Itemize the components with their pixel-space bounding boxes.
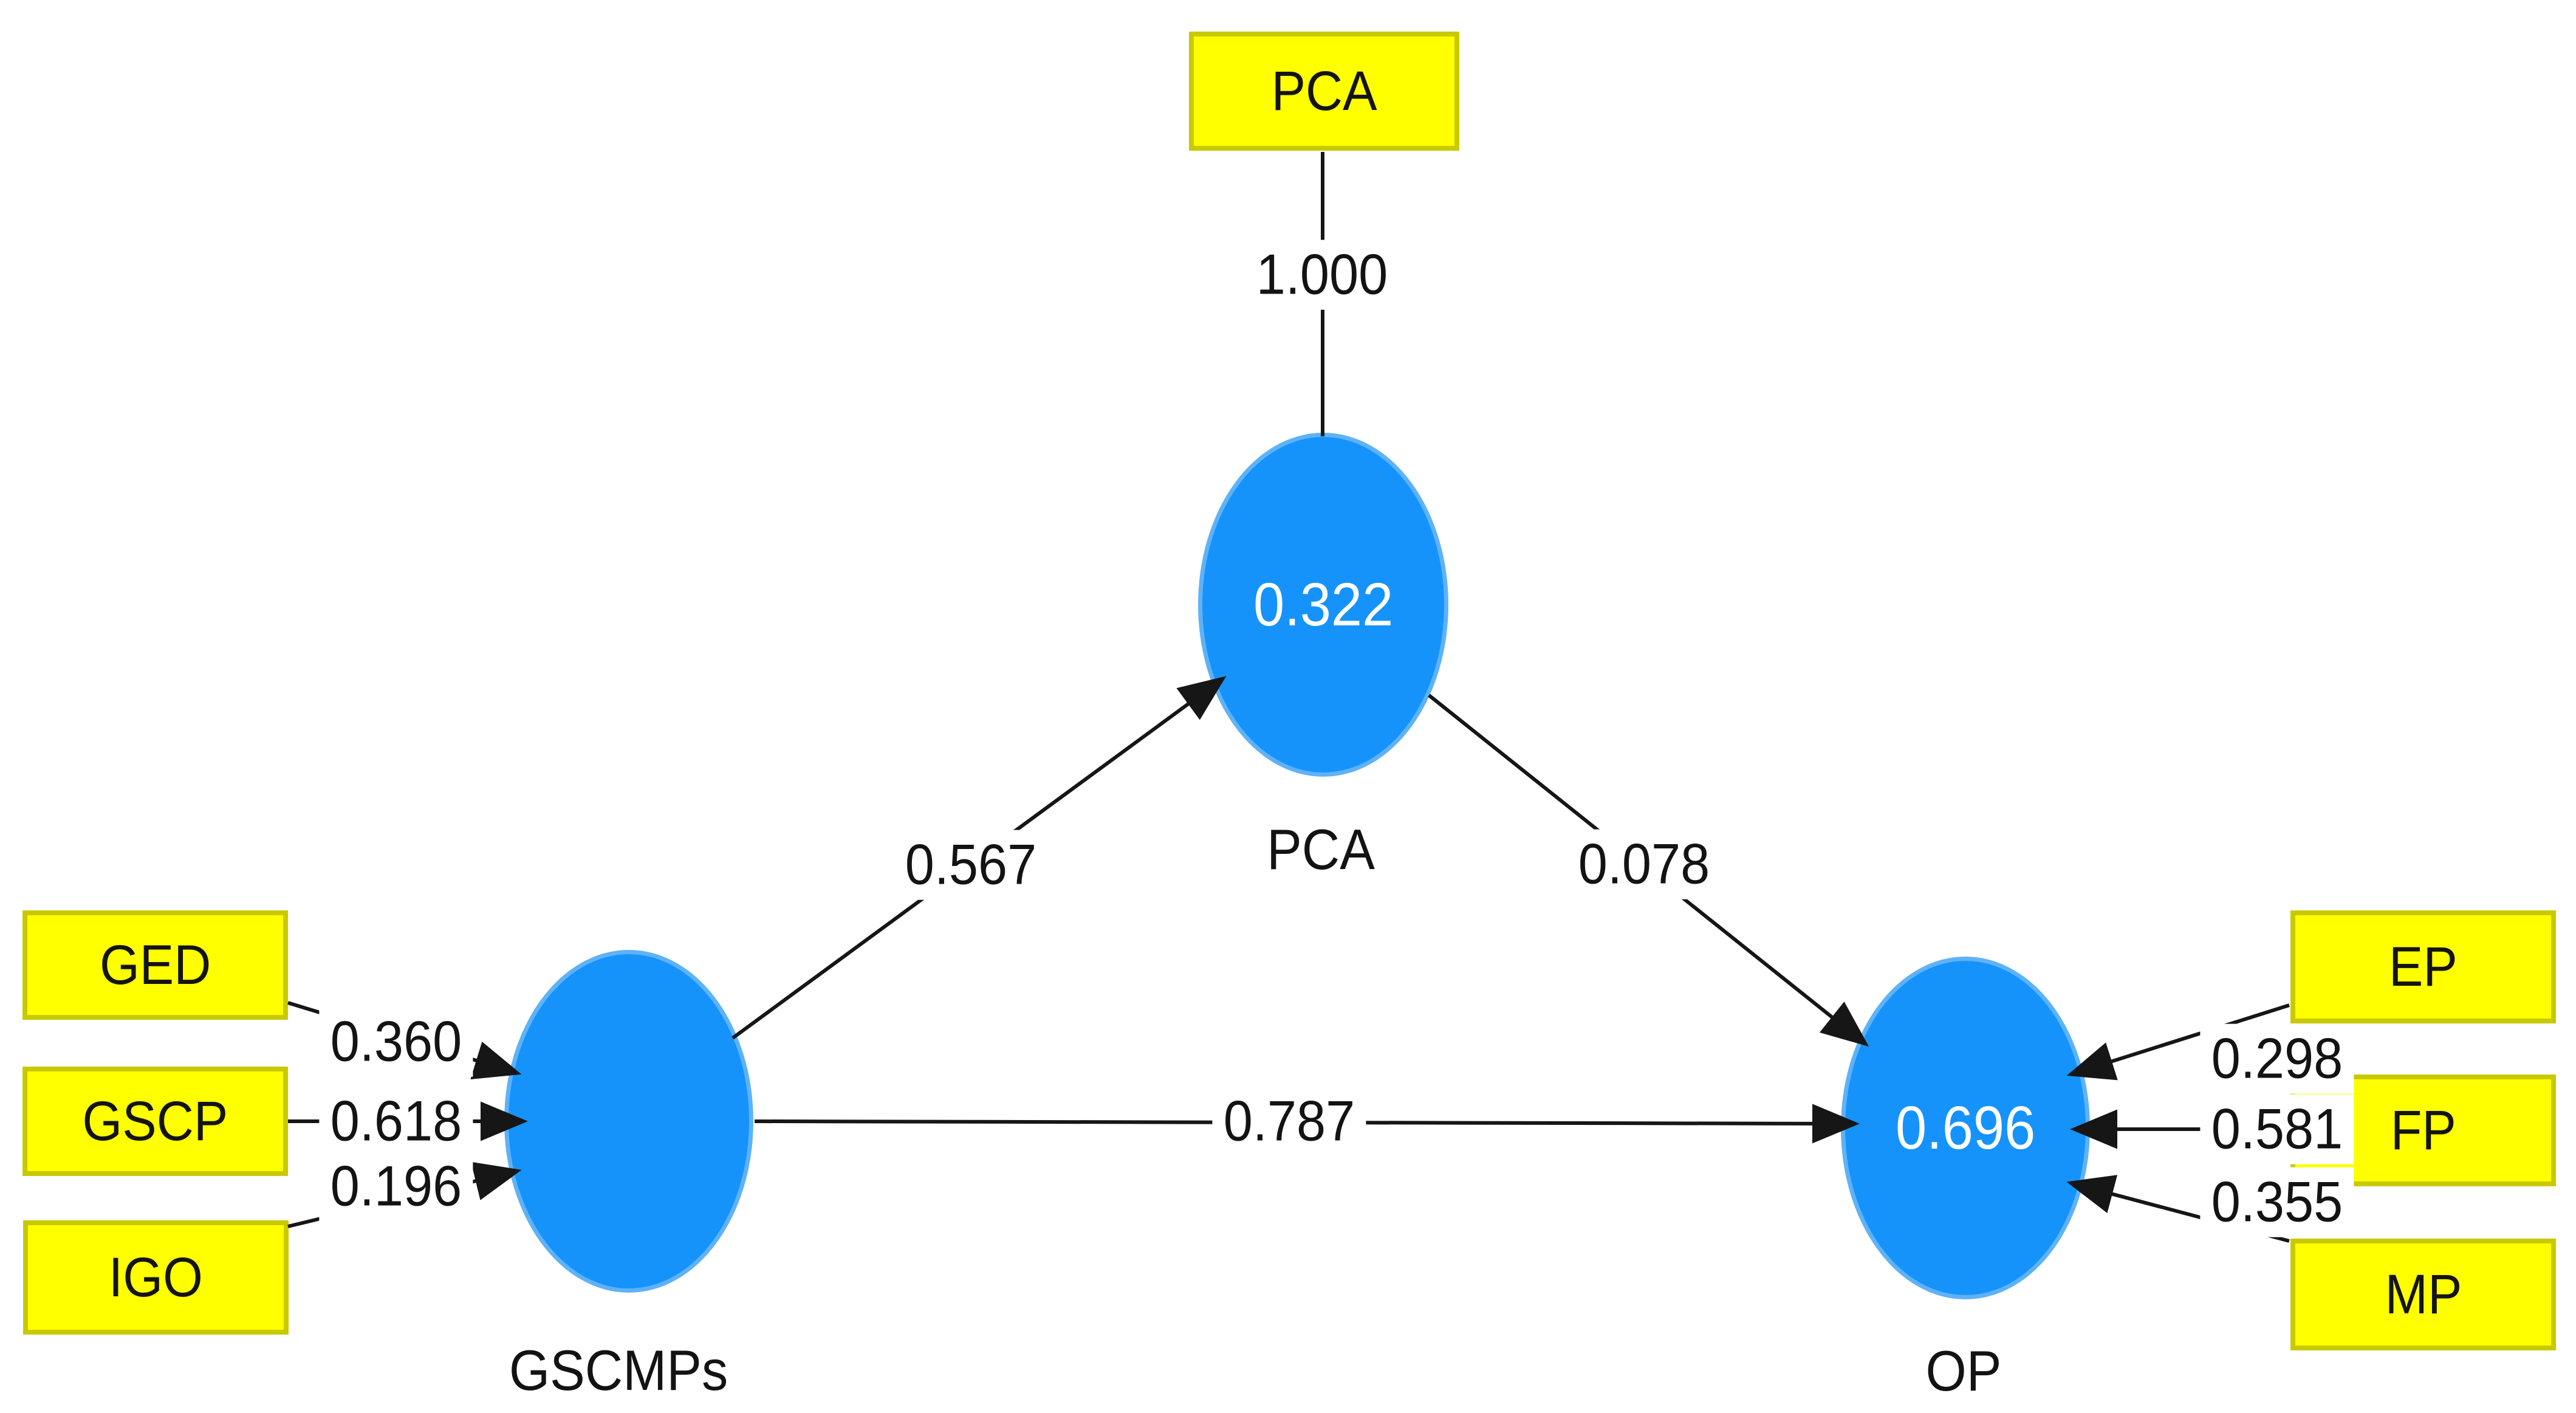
path-coefficient-gscmps-to-op: 0.787	[1212, 1086, 1366, 1157]
indicator-box-pca: PCA	[1189, 32, 1459, 151]
path-coefficient-gscmps-to-pca: 0.567	[894, 830, 1048, 900]
r-squared-value-pca: 0.322	[1253, 570, 1394, 639]
indicator-label-gscp: GSCP	[82, 1090, 228, 1152]
construct-ellipse-gscmps	[504, 950, 753, 1293]
indicator-label-mp: MP	[2385, 1263, 2462, 1325]
construct-label-pca: PCA	[1267, 817, 1375, 881]
construct-ellipse-pca: 0.322	[1198, 433, 1448, 777]
loading-label-pca-indicator: 1.000	[1245, 239, 1399, 310]
loading-label-ep: 0.298	[2200, 1023, 2354, 1094]
indicator-box-ep: EP	[2290, 910, 2556, 1023]
loading-label-ged: 0.360	[319, 1006, 473, 1077]
indicator-label-ged: GED	[99, 933, 211, 996]
construct-label-op: OP	[1925, 1339, 2002, 1403]
indicator-box-igo: IGO	[23, 1220, 289, 1335]
indicator-box-mp: MP	[2290, 1239, 2556, 1350]
indicator-label-pca: PCA	[1271, 60, 1377, 122]
r-squared-value-op: 0.696	[1895, 1093, 2036, 1162]
indicator-label-igo: IGO	[108, 1246, 204, 1308]
loading-label-mp: 0.355	[2200, 1167, 2354, 1237]
indicator-label-ep: EP	[2389, 935, 2458, 998]
indicator-box-gscp: GSCP	[22, 1067, 288, 1176]
indicator-label-fp: FP	[2390, 1099, 2456, 1161]
indicator-box-ged: GED	[22, 910, 288, 1020]
construct-label-gscmps: GSCMPs	[509, 1338, 728, 1402]
loading-label-fp: 0.581	[2200, 1094, 2354, 1164]
loading-label-gscp: 0.618	[319, 1086, 473, 1157]
path-coefficient-pca-to-op: 0.078	[1567, 829, 1721, 899]
loading-label-igo: 0.196	[319, 1151, 473, 1222]
construct-ellipse-op: 0.696	[1841, 957, 2090, 1299]
